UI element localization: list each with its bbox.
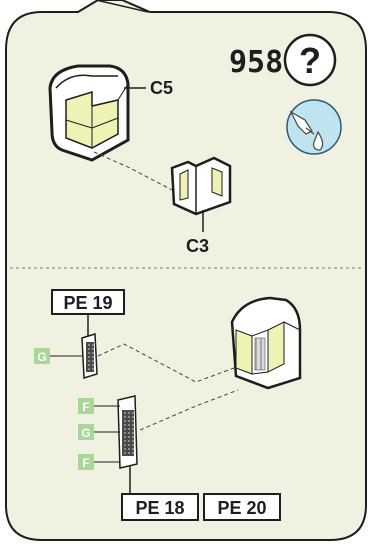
svg-text:F: F [82, 400, 89, 414]
marker-f-2: F [78, 454, 94, 470]
question-mark-icon[interactable]: ? [283, 33, 337, 87]
tag-pe20-label: PE 20 [217, 498, 266, 518]
connector-c5-c3 [93, 151, 177, 193]
marker-g-1: G [34, 348, 50, 364]
step-number: 958 [229, 45, 283, 80]
svg-text:F: F [82, 456, 89, 470]
svg-text:?: ? [299, 40, 321, 81]
part-c3-label: C3 [186, 236, 209, 256]
tag-pe20: PE 20 [203, 493, 281, 521]
part-c5-label: C5 [150, 78, 173, 98]
part-c3 [170, 156, 232, 216]
tag-pe19-label: PE 19 [63, 293, 112, 313]
target-assembly [230, 296, 302, 390]
glue-drop-icon [286, 99, 342, 155]
svg-text:G: G [37, 350, 46, 364]
tag-pe18: PE 18 [121, 493, 199, 521]
marker-g-2: G [78, 424, 94, 440]
svg-text:G: G [81, 426, 90, 440]
part-c5 [48, 64, 130, 162]
tag-pe18-label: PE 18 [135, 498, 184, 518]
tag-pe19: PE 19 [51, 289, 125, 315]
part-pe19 [81, 332, 98, 380]
part-pe18 [117, 395, 138, 469]
marker-f-1: F [78, 398, 94, 414]
connector-pe19 [97, 343, 235, 383]
